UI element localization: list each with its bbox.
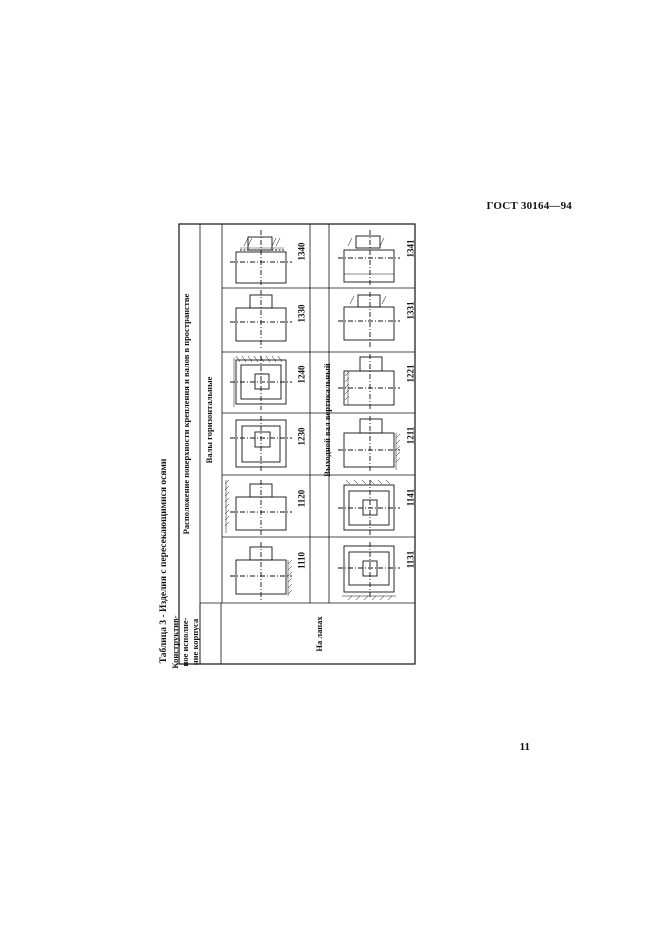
- fig-1221: [338, 354, 400, 410]
- page-number: 11: [519, 741, 530, 753]
- col-header-design: Конструктив- ное исполне- ние корпуса: [170, 612, 207, 672]
- code-1240: 1240: [296, 365, 307, 384]
- fig-1131: [338, 542, 400, 598]
- row-design-value: На лапах: [314, 616, 324, 652]
- standard-designation: ГОСТ 30164—94: [486, 200, 572, 212]
- subheader-vertical: Выходной вал вертикальный: [322, 363, 332, 477]
- fig-1340: [230, 230, 292, 286]
- fig-1330: [230, 290, 292, 348]
- code-1131: 1131: [405, 550, 416, 569]
- code-1141: 1141: [405, 488, 416, 507]
- col-header-design-line3: ние корпуса: [189, 618, 200, 666]
- code-1211: 1211: [405, 426, 416, 445]
- code-1340: 1340: [296, 242, 307, 261]
- fig-1110: [230, 542, 292, 600]
- fig-1331: [338, 292, 400, 347]
- code-1330: 1330: [296, 304, 307, 323]
- code-1110: 1110: [296, 552, 307, 570]
- code-1341: 1341: [405, 239, 416, 258]
- subheader-horizontal: Валы горизонтальные: [204, 376, 214, 464]
- fig-1211: [338, 416, 400, 472]
- fig-1120: [225, 480, 292, 535]
- fig-1230: [230, 416, 292, 472]
- code-1331: 1331: [405, 301, 416, 320]
- code-1230: 1230: [296, 427, 307, 446]
- code-1221: 1221: [405, 364, 416, 383]
- code-1120: 1120: [296, 489, 307, 508]
- fig-1240: [230, 356, 292, 410]
- fig-1341: [338, 230, 400, 286]
- fig-1141: [338, 480, 400, 535]
- col-header-location: Расположение поверхности крепления и вал…: [181, 293, 191, 535]
